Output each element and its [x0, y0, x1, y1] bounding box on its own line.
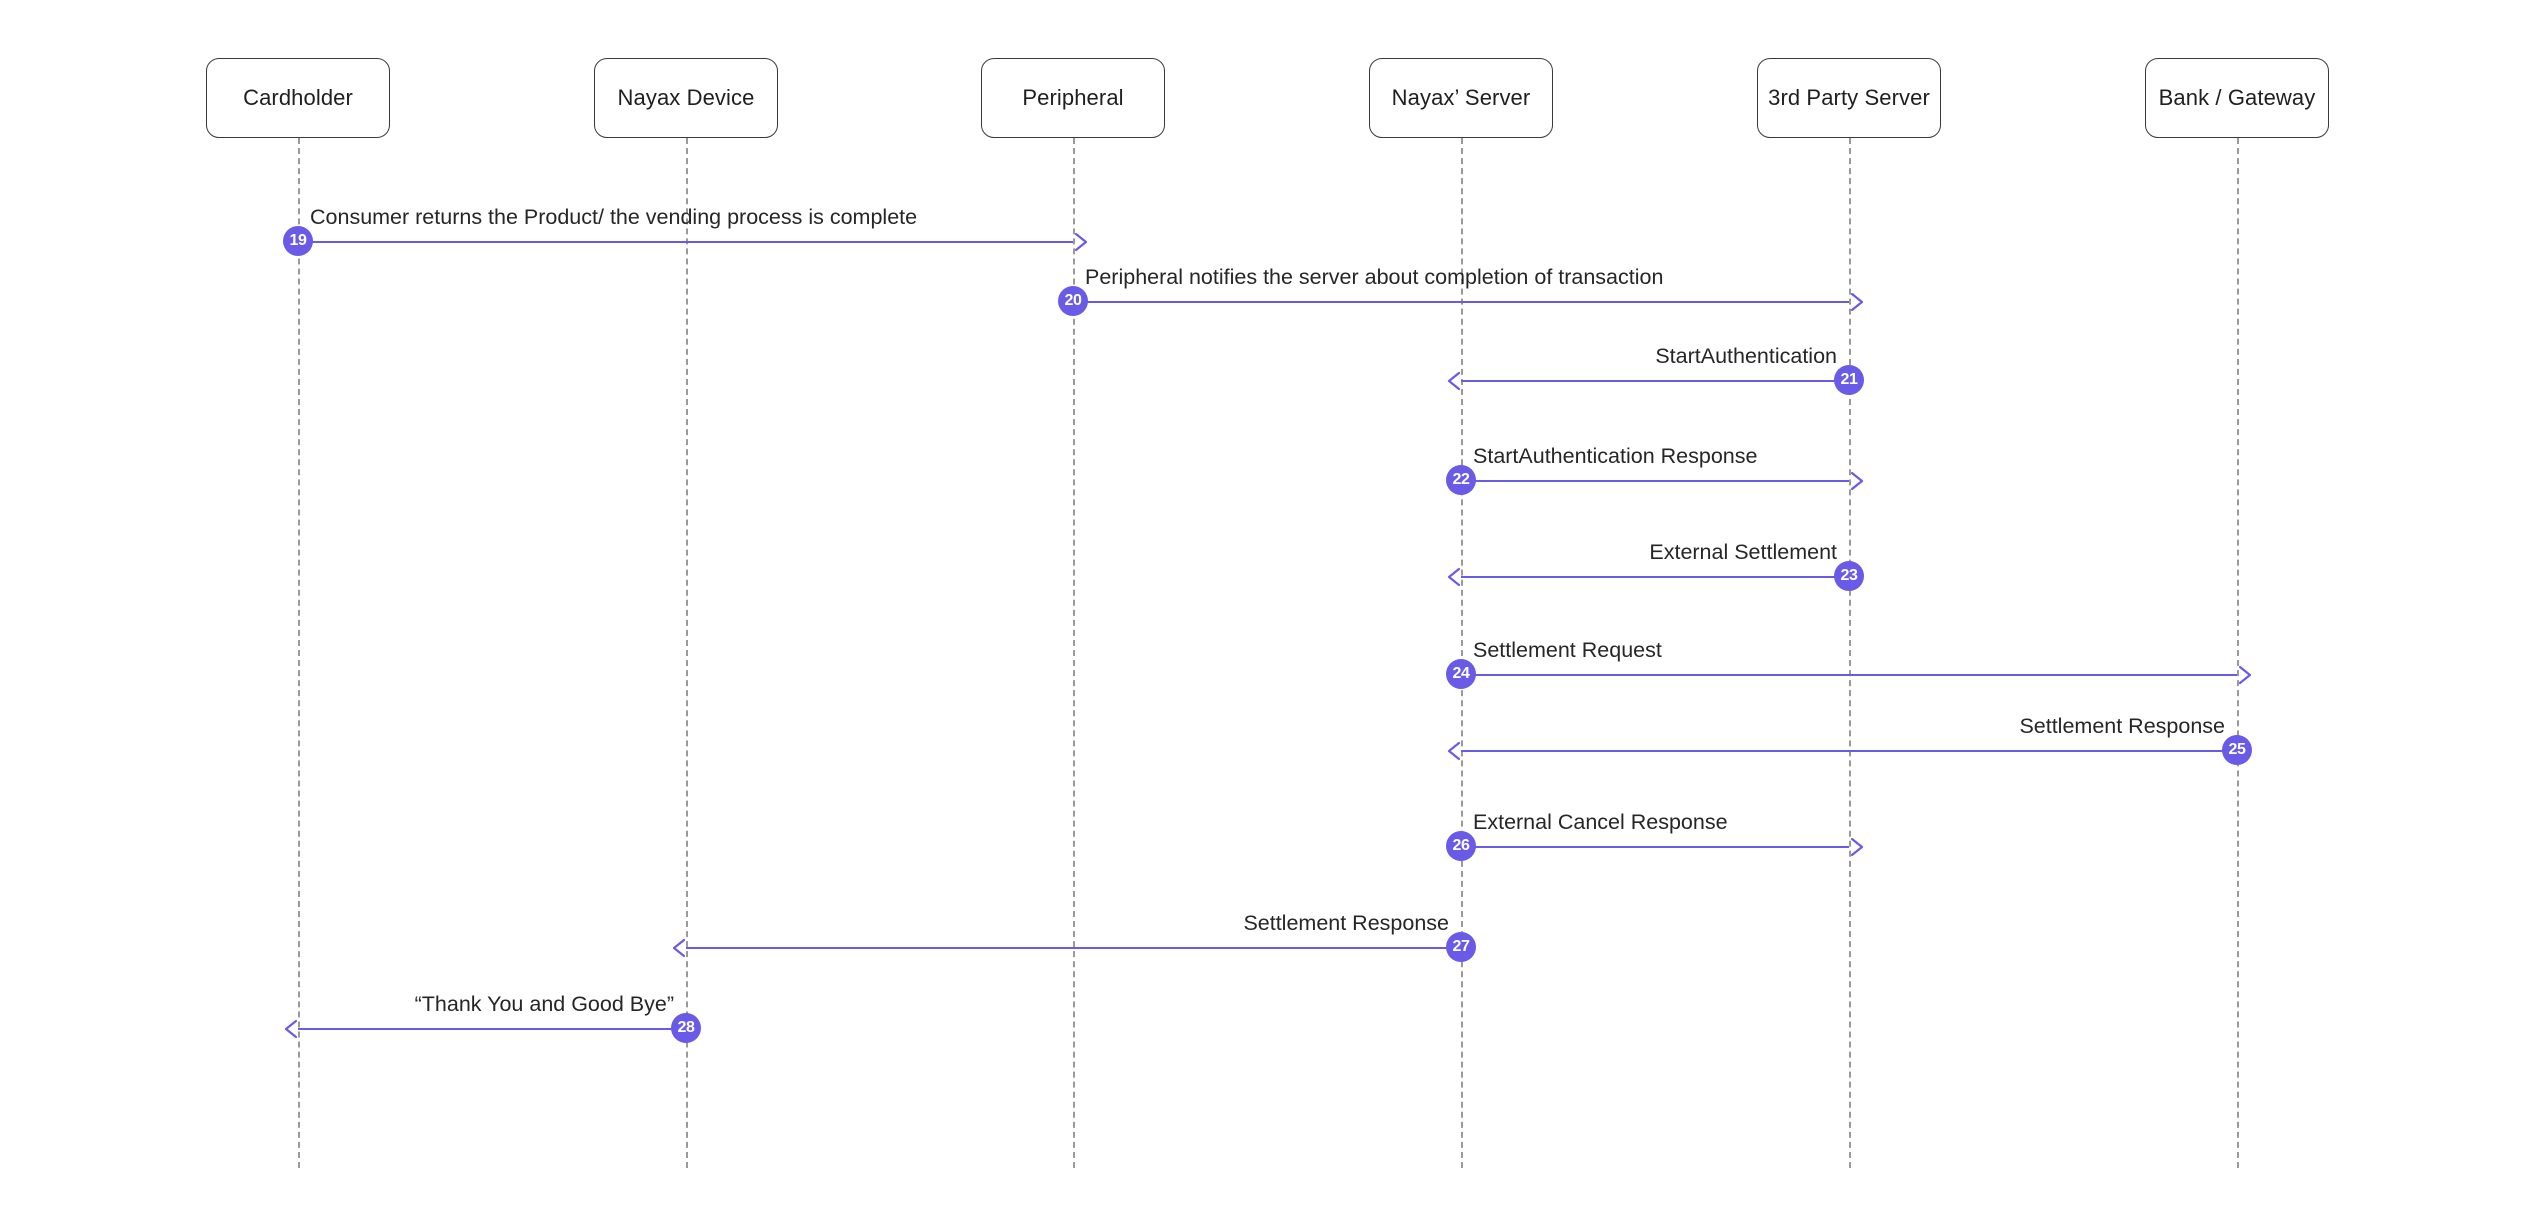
lifeline-cardholder	[298, 138, 300, 1168]
lifeline-bank-gateway	[2237, 138, 2239, 1168]
message-label-27: Settlement Response	[1243, 911, 1449, 935]
actor-box-third-party[interactable]: 3rd Party Server	[1757, 58, 1941, 138]
message-line-27	[686, 947, 1461, 949]
step-badge-24[interactable]: 24	[1446, 659, 1476, 689]
actor-label-bank-gateway: Bank / Gateway	[2158, 85, 2316, 110]
message-label-22: StartAuthentication Response	[1473, 444, 1758, 468]
actor-box-nayax-server[interactable]: Nayax’ Server	[1369, 58, 1553, 138]
actor-label-peripheral: Peripheral	[1022, 85, 1124, 110]
message-label-25: Settlement Response	[2019, 714, 2225, 738]
message-label-24: Settlement Request	[1473, 638, 1662, 662]
lifeline-peripheral	[1073, 138, 1075, 1168]
lifeline-nayax-device	[686, 138, 688, 1168]
message-line-21	[1461, 380, 1849, 382]
actor-box-bank-gateway[interactable]: Bank / Gateway	[2145, 58, 2329, 138]
lifeline-third-party	[1849, 138, 1851, 1168]
step-badge-28[interactable]: 28	[671, 1013, 701, 1043]
message-label-20: Peripheral notifies the server about com…	[1085, 265, 1664, 289]
message-label-23: External Settlement	[1649, 540, 1837, 564]
actor-box-cardholder[interactable]: Cardholder	[206, 58, 390, 138]
message-line-22	[1461, 480, 1849, 482]
message-line-28	[298, 1028, 686, 1030]
message-label-19: Consumer returns the Product/ the vendin…	[310, 205, 918, 229]
message-label-26: External Cancel Response	[1473, 810, 1728, 834]
actor-label-third-party: 3rd Party Server	[1768, 85, 1930, 110]
step-badge-26[interactable]: 26	[1446, 831, 1476, 861]
message-line-23	[1461, 576, 1849, 578]
step-badge-21[interactable]: 21	[1834, 365, 1864, 395]
message-line-19	[298, 241, 1073, 243]
message-line-24	[1461, 674, 2237, 676]
message-label-28: “Thank You and Good Bye”	[414, 992, 674, 1016]
message-label-21: StartAuthentication	[1655, 344, 1837, 368]
lifeline-nayax-server	[1461, 138, 1463, 1168]
actor-box-nayax-device[interactable]: Nayax Device	[594, 58, 778, 138]
step-badge-22[interactable]: 22	[1446, 465, 1476, 495]
message-line-20	[1073, 301, 1849, 303]
step-badge-25[interactable]: 25	[2222, 735, 2252, 765]
message-line-25	[1461, 750, 2237, 752]
step-badge-19[interactable]: 19	[283, 226, 313, 256]
actor-label-cardholder: Cardholder	[243, 85, 353, 110]
actor-label-nayax-device: Nayax Device	[617, 85, 755, 110]
actor-box-peripheral[interactable]: Peripheral	[981, 58, 1165, 138]
step-badge-20[interactable]: 20	[1058, 286, 1088, 316]
message-line-26	[1461, 846, 1849, 848]
step-badge-27[interactable]: 27	[1446, 932, 1476, 962]
actor-label-nayax-server: Nayax’ Server	[1391, 85, 1531, 110]
step-badge-23[interactable]: 23	[1834, 561, 1864, 591]
